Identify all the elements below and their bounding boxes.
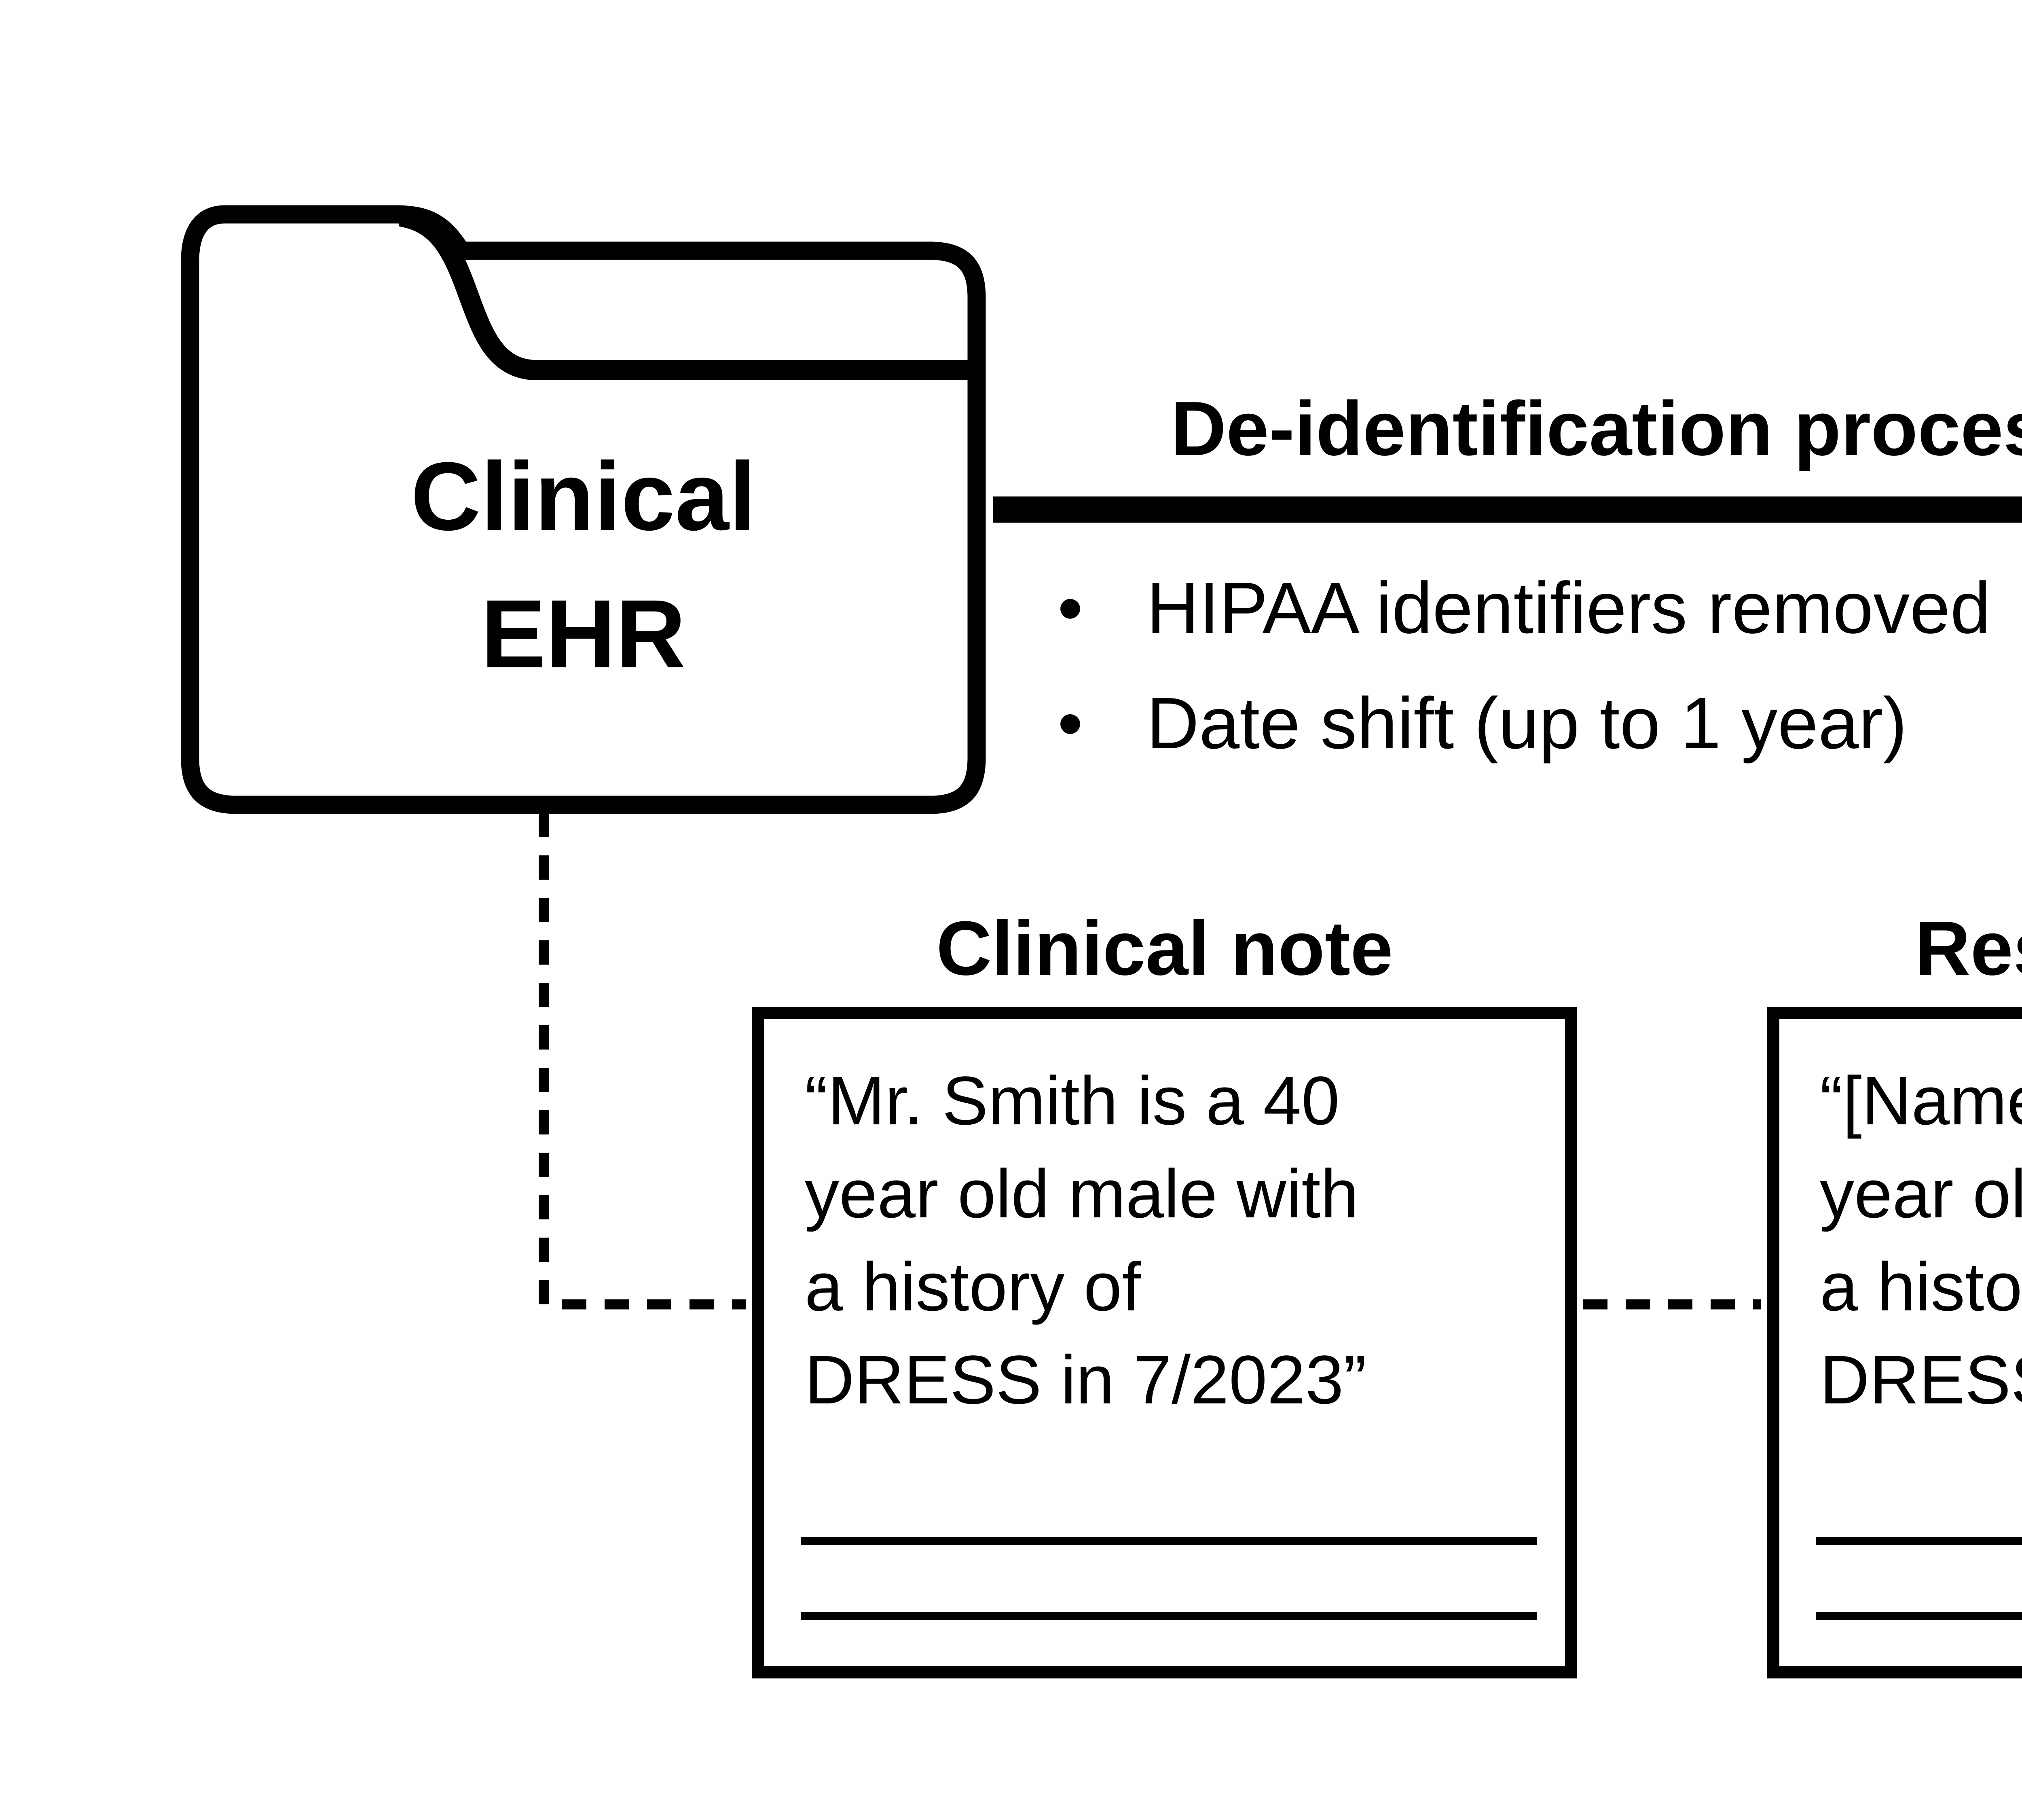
ruled-line (1816, 1612, 2022, 1620)
bullet-icon: • (1058, 681, 1083, 764)
clinical-folder-label-line2: EHR (481, 582, 686, 690)
process-bullet-item: • Date shift (up to 1 year) (1058, 665, 1991, 781)
process-title: De-identification process (1171, 388, 2022, 473)
clinical-note-line: DRESS in 7/2023” (805, 1343, 1367, 1420)
clinical-folder-label-line1: Clinical (410, 445, 756, 552)
research-note-line: year old male with (1820, 1157, 2022, 1234)
clinical-note-title: Clinical note (936, 908, 1393, 993)
clinical-note-line: a history of (805, 1250, 1141, 1327)
process-bullet-item: • HIPAA identifiers removed (1058, 550, 1991, 665)
bullet-icon: • (1058, 566, 1083, 649)
research-note-title: Research note (1915, 908, 2022, 993)
process-bullet-label: HIPAA identifiers removed (1146, 566, 1991, 649)
process-bullet-label: Date shift (up to 1 year) (1146, 681, 1907, 764)
clinical-note-text: “Mr. Smith is a 40 year old male with a … (805, 1056, 1366, 1428)
research-note-line: a history of (1820, 1250, 2022, 1327)
process-arrow-icon (993, 496, 2022, 523)
ruled-line (1816, 1537, 2022, 1545)
clinical-folder-label: Clinical EHR (190, 431, 977, 706)
clinical-note-line: year old male with (805, 1157, 1359, 1234)
research-note-box: “[Name] is a 40 year old male with a his… (1767, 1007, 2022, 1678)
research-note-line: DRESS in [8/2022]” (1820, 1343, 2022, 1420)
clinical-folder-icon (181, 205, 986, 814)
research-note-text: “[Name] is a 40 year old male with a his… (1820, 1056, 2022, 1428)
process-bullet-list: • HIPAA identifiers removed • Date shift… (1058, 550, 1991, 781)
research-note-line: “[Name] is a 40 (1820, 1064, 2022, 1141)
clinical-note-line: “Mr. Smith is a 40 (805, 1064, 1340, 1141)
clinical-note-box: “Mr. Smith is a 40 year old male with a … (752, 1007, 1577, 1678)
connector-clinical-folder-to-note (539, 813, 746, 1310)
ruled-line (801, 1612, 1537, 1620)
ruled-line (801, 1537, 1537, 1545)
